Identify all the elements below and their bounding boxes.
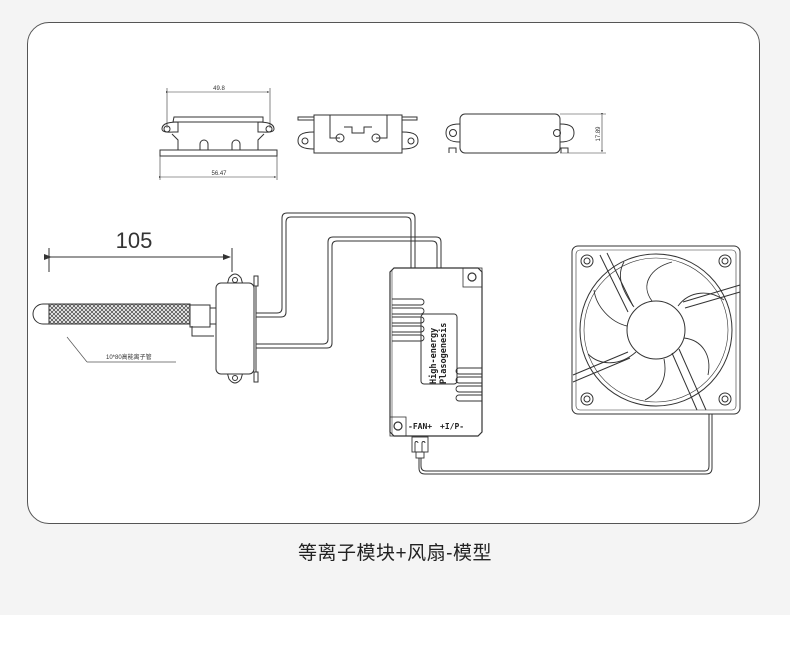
wires-to-module	[256, 212, 442, 349]
pin-label-fan: -FAN+	[408, 422, 432, 431]
dimension-height: 17.89	[596, 126, 602, 142]
ion-tube-dimension	[44, 248, 233, 272]
module-label-line1: High-energy	[428, 328, 439, 384]
dimension-top: 49.8	[213, 86, 225, 92]
ion-tube-label: 10*80高能离子管	[106, 353, 152, 361]
ion-tube	[32, 303, 217, 337]
plasma-module	[389, 267, 483, 437]
dimension-bottom: 56.47	[211, 171, 227, 177]
side-view	[297, 114, 419, 154]
tube-holder	[215, 273, 259, 384]
front-view	[158, 88, 278, 180]
diagram-caption: 等离子模块+风扇-模型	[298, 543, 492, 564]
end-view	[445, 112, 606, 154]
fan-connector	[411, 436, 429, 459]
fan-cable	[418, 410, 713, 475]
cooling-fan-icon	[571, 245, 741, 415]
ion-tube-length: 105	[116, 228, 153, 253]
module-label-line2: Plasogenesis	[438, 323, 449, 384]
ion-tube-leader	[66, 336, 176, 363]
pin-label-input: +I/P-	[440, 422, 464, 431]
